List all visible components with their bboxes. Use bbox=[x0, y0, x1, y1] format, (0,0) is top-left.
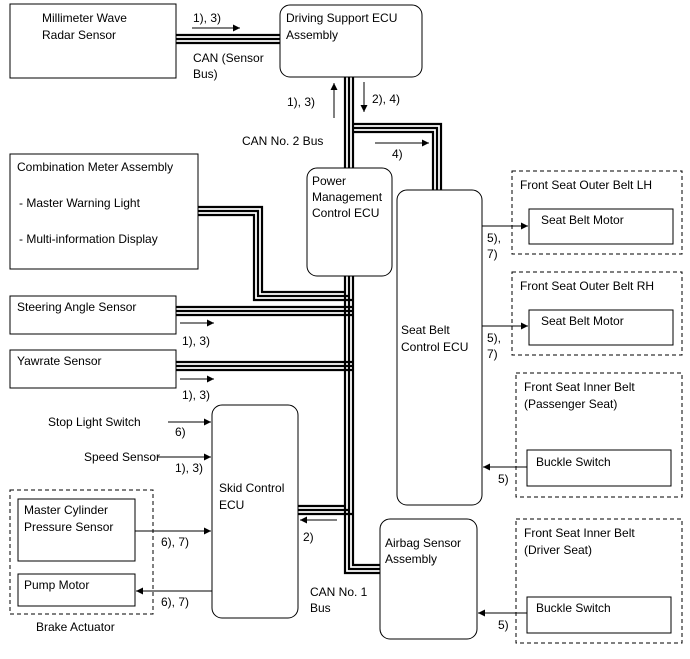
seat-belt-control-ecu-box: Seat Belt Control ECU bbox=[396, 189, 483, 506]
driving-support-ecu-label-2: Assembly bbox=[286, 28, 338, 42]
master-cylinder-pressure-sensor-box: Master Cylinder Pressure Sensor bbox=[17, 498, 136, 562]
group-front-seat-outer-belt-lh: Front Seat Outer Belt LH Seat Belt Motor bbox=[511, 170, 683, 255]
brake-actuator-label: Brake Actuator bbox=[36, 620, 115, 634]
power-management-label-1: Power bbox=[312, 174, 346, 188]
group-front-seat-inner-belt-passenger: Front Seat Inner Belt (Passenger Seat) B… bbox=[515, 372, 683, 498]
driving-support-ecu-box: Driving Support ECU Assembly bbox=[279, 4, 423, 78]
group-front-seat-inner-belt-driver: Front Seat Inner Belt (Driver Seat) Buck… bbox=[515, 518, 683, 644]
outer-belt-rh-title: Front Seat Outer Belt RH bbox=[520, 279, 654, 293]
seat-belt-motor-rh bbox=[528, 309, 674, 346]
seat-belt-motor-rh-label: Seat Belt Motor bbox=[541, 314, 624, 328]
stop-light-switch-label: Stop Light Switch bbox=[48, 415, 141, 429]
steering-angle-sensor-box: Steering Angle Sensor bbox=[9, 295, 177, 335]
can-no1-bus-label-1: CAN No. 1 bbox=[310, 585, 368, 599]
skid-control-ecu-box: Skid Control ECU bbox=[211, 404, 299, 619]
label-lh-motor-2: 7) bbox=[487, 247, 498, 261]
label-rh-motor-1: 5), bbox=[487, 331, 501, 345]
label-lh-motor-1: 5), bbox=[487, 231, 501, 245]
buckle-switch-driver-label: Buckle Switch bbox=[536, 601, 611, 615]
skid-control-label-2: ECU bbox=[219, 498, 244, 512]
seat-belt-ecu-label-2: Control ECU bbox=[401, 340, 468, 354]
label-yawrate: 1), 3) bbox=[182, 388, 210, 402]
label-to-sbecu: 4) bbox=[392, 147, 403, 161]
airbag-sensor-label-1: Airbag Sensor bbox=[385, 536, 461, 550]
label-up-to-dsecu: 1), 3) bbox=[287, 95, 315, 109]
master-cylinder-label-1: Master Cylinder bbox=[24, 503, 108, 517]
label-down-from-dsecu: 2), 4) bbox=[372, 92, 400, 106]
label-passenger-buckle: 5) bbox=[498, 472, 509, 486]
master-warning-light-label: - Master Warning Light bbox=[19, 196, 141, 210]
inner-belt-driver-title-1: Front Seat Inner Belt bbox=[524, 526, 635, 540]
radar-sensor-label-1: Millimeter Wave bbox=[42, 11, 127, 25]
inner-belt-passenger-title-2: (Passenger Seat) bbox=[524, 397, 617, 411]
sensor-bus-label-1: CAN (Sensor bbox=[193, 51, 264, 65]
pump-motor-box: Pump Motor bbox=[17, 573, 136, 607]
combination-meter-label: Combination Meter Assembly bbox=[17, 160, 173, 174]
group-front-seat-outer-belt-rh: Front Seat Outer Belt RH Seat Belt Motor bbox=[511, 271, 683, 356]
label-master-cyl: 6), 7) bbox=[161, 535, 189, 549]
seat-belt-ecu-label-1: Seat Belt bbox=[401, 323, 450, 337]
label-skid-in: 2) bbox=[303, 530, 314, 544]
skid-control-label-1: Skid Control bbox=[219, 481, 284, 495]
master-cylinder-label-2: Pressure Sensor bbox=[24, 520, 113, 534]
group-brake-actuator: Brake Actuator bbox=[9, 489, 154, 634]
combination-meter-box: Combination Meter Assembly - Master Warn… bbox=[9, 153, 199, 270]
label-rh-motor-2: 7) bbox=[487, 347, 498, 361]
airbag-sensor-label-2: Assembly bbox=[385, 552, 437, 566]
yawrate-sensor-label: Yawrate Sensor bbox=[17, 354, 102, 368]
outer-belt-lh-title: Front Seat Outer Belt LH bbox=[520, 178, 652, 192]
can-no2-bus-label: CAN No. 2 Bus bbox=[242, 134, 323, 148]
power-management-label-3: Control ECU bbox=[312, 206, 379, 220]
radar-sensor-box: Millimeter Wave Radar Sensor bbox=[9, 3, 177, 79]
seat-belt-motor-lh-label: Seat Belt Motor bbox=[541, 213, 624, 227]
can-no1-bus-label-2: Bus bbox=[310, 601, 331, 615]
bus-wires bbox=[176, 33, 443, 575]
label-driver-buckle: 5) bbox=[498, 618, 509, 632]
inner-belt-driver-title-2: (Driver Seat) bbox=[524, 543, 592, 557]
driving-support-ecu-label-1: Driving Support ECU bbox=[286, 11, 397, 25]
speed-sensor-label: Speed Sensor bbox=[84, 450, 160, 464]
power-management-ecu-box: Power Management Control ECU bbox=[306, 167, 393, 277]
label-stop-light: 6) bbox=[175, 425, 186, 439]
multi-information-display-label: - Multi-information Display bbox=[19, 232, 158, 246]
seat-belt-motor-lh bbox=[528, 208, 674, 245]
steering-angle-sensor-label: Steering Angle Sensor bbox=[17, 300, 136, 314]
label-steering: 1), 3) bbox=[182, 334, 210, 348]
label-radar-to-dsecu: 1), 3) bbox=[193, 11, 221, 25]
buckle-switch-driver bbox=[526, 596, 672, 634]
power-management-label-2: Management bbox=[312, 190, 383, 204]
sensor-bus-label-2: Bus) bbox=[193, 67, 218, 81]
yawrate-sensor-box: Yawrate Sensor bbox=[9, 349, 177, 389]
radar-sensor-label-2: Radar Sensor bbox=[42, 28, 116, 42]
inner-belt-passenger-title-1: Front Seat Inner Belt bbox=[524, 380, 635, 394]
label-pump: 6), 7) bbox=[161, 595, 189, 609]
label-speed: 1), 3) bbox=[175, 461, 203, 475]
pump-motor-label: Pump Motor bbox=[24, 578, 89, 592]
airbag-sensor-assembly-box: Airbag Sensor Assembly bbox=[379, 518, 478, 640]
signal-arrows bbox=[135, 24, 528, 617]
buckle-switch-passenger bbox=[526, 449, 672, 487]
buckle-switch-passenger-label: Buckle Switch bbox=[536, 455, 611, 469]
